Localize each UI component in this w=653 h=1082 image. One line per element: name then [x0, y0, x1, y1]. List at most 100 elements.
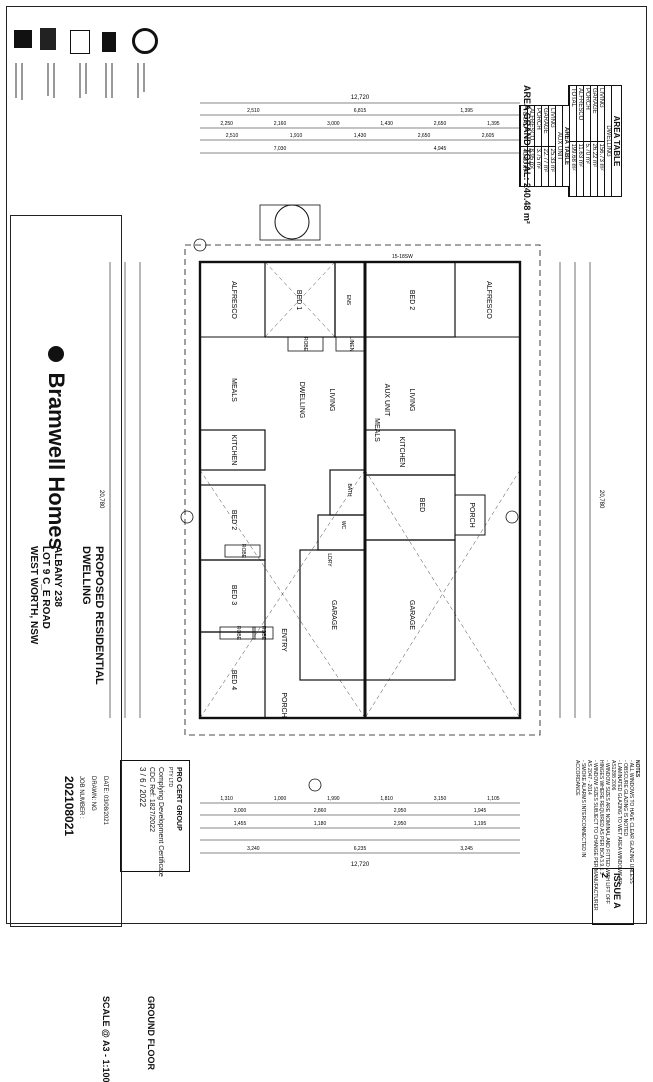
- room-label: BATH: [346, 484, 352, 497]
- room-label: ALFRESCO: [230, 281, 237, 319]
- certifier-line1: Complying Development Certificate: [157, 767, 164, 877]
- dim-top-value: 4,945: [434, 146, 447, 152]
- dim-bottom-value: 3,245: [460, 846, 473, 852]
- project-block: PROPOSED RESIDENTIAL DWELLING: [79, 546, 105, 685]
- window-tag: 15-18SW: [392, 254, 413, 260]
- grid-marker-right: [505, 510, 519, 524]
- room-label: KITCHEN: [398, 437, 405, 468]
- dim-left-overall: 20,780: [98, 490, 104, 509]
- dim-top-value: 1,910: [290, 133, 303, 139]
- room-label: BED 2: [408, 290, 415, 310]
- dim-top-value: 1,430: [380, 121, 393, 127]
- dim-top-value: 2,250: [220, 121, 233, 127]
- room-label: GARAGE: [408, 600, 415, 630]
- room-label: ROBE: [302, 337, 308, 352]
- floor-plan: 12,720 12,720 20,780 20,780 15-18SW 2,51…: [98, 95, 604, 868]
- company-name: Bramwell Homes: [44, 372, 69, 550]
- dim-top-value: 2,160: [274, 121, 287, 127]
- dim-top-value: 6,815: [354, 108, 367, 114]
- note-line: - SMOKE ALARMS INTERCONNECTED IN: [580, 760, 586, 858]
- dim-top-value: 2,510: [226, 133, 239, 139]
- outer-wall: [198, 260, 522, 720]
- room-label: ALFRESCO: [485, 281, 492, 319]
- aux-porch: [454, 494, 486, 536]
- room-label: ROBE: [235, 626, 241, 641]
- room-label: BED: [418, 498, 425, 512]
- room-label: ENTRY: [280, 628, 287, 652]
- room-label: LINEN: [348, 337, 354, 352]
- stamp-logo-4: [102, 32, 116, 52]
- aux-bed-room: [364, 474, 456, 541]
- room-label: BED 3: [230, 585, 237, 605]
- stamp-logo-1: [14, 30, 32, 48]
- client-block: ALBANY 238 LOT 9 C_E ROAD WEST WORTH, NS…: [27, 546, 63, 644]
- scale-label: SCALE @ A3 - 1:100: [101, 996, 111, 1082]
- room-label: DWELLING: [298, 382, 305, 419]
- grid-marker-top: [193, 238, 207, 252]
- room-label: BED 1: [295, 290, 302, 310]
- dim-bottom-value: 1,810: [380, 796, 393, 802]
- brand-logo-icon: [48, 346, 64, 362]
- dim-top-value: 1,395: [460, 108, 473, 114]
- certifier-stamp: PRO CERT GROUP PTY LTD Complying Develop…: [120, 760, 190, 877]
- sheet-name: GROUND FLOOR: [146, 996, 156, 1070]
- water-tank-pad: [259, 204, 321, 241]
- dim-bottom-value: 6,235: [354, 846, 367, 852]
- dim-bottom-value: 2,950: [394, 808, 407, 814]
- room-label: PORCH: [468, 502, 475, 527]
- dim-bottom-value: 3,150: [434, 796, 447, 802]
- meta-block: DATE: 03/08/2021 DRAWN: NG JOB NUMBER : …: [62, 776, 111, 837]
- robe-4: [252, 626, 274, 640]
- issue-block: ISSUE A 2: [592, 868, 634, 925]
- room-label: MEALS: [230, 378, 237, 402]
- room-label: LDRY: [326, 553, 332, 567]
- dim-bottom-value: 1,310: [220, 796, 233, 802]
- dim-top-value: 2,510: [247, 108, 260, 114]
- room-label: BED 4: [230, 670, 237, 690]
- dim-top-value: 2,650: [434, 121, 447, 127]
- job-number: 202108021: [62, 776, 76, 837]
- robe-2: [224, 544, 261, 558]
- dim-bottom-value: 2,950: [394, 821, 407, 827]
- project-title-1: PROPOSED RESIDENTIAL: [93, 546, 105, 685]
- sheet-name-block: GROUND FLOOR: [146, 996, 156, 1070]
- kitchen-room: [199, 429, 266, 471]
- address-line-1: LOT 9 C_E ROAD: [40, 546, 51, 629]
- aux-garage: [364, 539, 456, 681]
- dim-bottom-value: 1,195: [474, 821, 487, 827]
- dim-bottom-value: 1,455: [234, 821, 247, 827]
- dim-bottom-value: 2,860: [314, 808, 327, 814]
- robe-1: [287, 336, 324, 352]
- room-label: GARAGE: [330, 600, 337, 630]
- issue-label: ISSUE A: [612, 873, 622, 909]
- certifier-tag: PTY LTD: [167, 767, 173, 788]
- room-label: WC: [340, 521, 346, 530]
- dim-bottom-overall: 12,720: [351, 862, 370, 868]
- room-label: AUX UNIT: [383, 384, 390, 417]
- approval-stamps: [10, 18, 160, 118]
- dim-top-overall: 12,720: [351, 95, 370, 101]
- grid-marker-left: [180, 510, 194, 524]
- dim-top-value: 7,030: [274, 146, 287, 152]
- boundary-dashed: [184, 244, 541, 736]
- scale-block: SCALE @ A3 - 1:100: [101, 996, 111, 1082]
- dim-bottom-value: 1,180: [314, 821, 327, 827]
- certifier-line2: CDC Ref: 1827/2022: [148, 767, 155, 832]
- dim-top-value: 1,430: [354, 133, 367, 139]
- dim-top-value: 2,605: [482, 133, 495, 139]
- dim-bottom-value: 3,240: [247, 846, 260, 852]
- title-block: Bramwell Homes PROPOSED RESIDENTIAL DWEL…: [10, 215, 156, 1082]
- dim-top-value: 1,395: [487, 121, 500, 127]
- room-label: KITCHEN: [230, 435, 237, 466]
- room-label: ROBE: [260, 626, 266, 641]
- room-label: LIVING: [408, 389, 415, 412]
- dim-right-overall: 20,780: [598, 490, 604, 509]
- bed4-room: [199, 631, 266, 719]
- dim-bottom-value: 1,000: [274, 796, 287, 802]
- client-name: ALBANY 238: [52, 546, 63, 607]
- grid-marker-bottom: [308, 778, 322, 792]
- linen: [335, 336, 367, 352]
- dim-bottom-value: 1,945: [474, 808, 487, 814]
- address-line-2: WEST WORTH, NSW: [28, 546, 39, 645]
- dim-bottom-value: 1,990: [327, 796, 340, 802]
